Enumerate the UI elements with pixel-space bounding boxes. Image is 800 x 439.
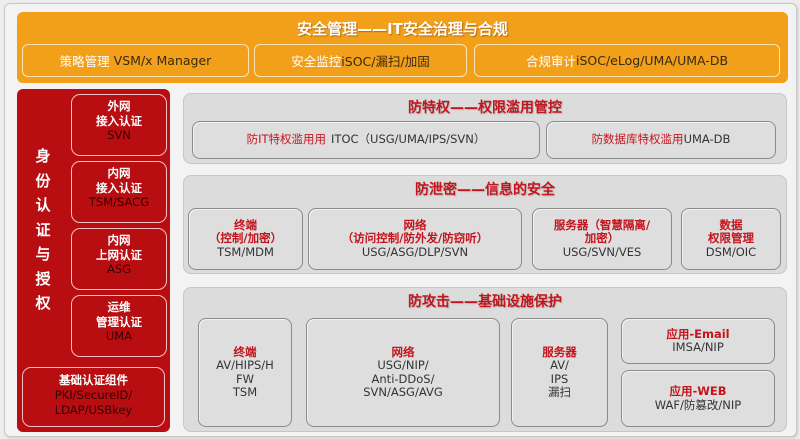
auth-label: 内网 bbox=[107, 233, 131, 247]
anti-attack-title: 防攻击——基础设施保护 bbox=[408, 294, 562, 310]
policy-management-box: 策略管理 VSM/x Manager bbox=[22, 44, 249, 77]
title-char: 与 bbox=[35, 245, 51, 263]
leak-server-products: USG/SVN/VES bbox=[562, 244, 642, 259]
attack-network-box: 网络 USG/NIP/ Anti-DDoS/ SVN/ASG/AVG bbox=[306, 318, 500, 427]
internal-internet-auth-box: 内网 上网认证 ASG bbox=[71, 228, 167, 290]
identity-auth-column: 身 份 认 证 与 授 权 外网 接入认证 SVN 内网 接入认证 TSM/SA… bbox=[17, 89, 170, 432]
attack-web-products: WAF/防篡改/NIP bbox=[654, 397, 742, 412]
attack-network-products: Anti-DDoS/ bbox=[371, 371, 435, 386]
auth-label: 上网认证 bbox=[96, 247, 142, 262]
leak-data-permission-box: 数据 权限管理 DSM/OIC bbox=[681, 208, 781, 270]
attack-server-products: AV/ bbox=[550, 358, 569, 372]
title-char: 认 bbox=[35, 196, 51, 214]
leak-terminal-label: 终端 bbox=[234, 217, 257, 232]
attack-web-label: 应用-WEB bbox=[669, 384, 727, 398]
security-monitoring-products: iSOC/漏扫/加固 bbox=[341, 54, 430, 69]
auth-products: TSM/SACG bbox=[88, 195, 150, 209]
attack-terminal-products: TSM bbox=[232, 385, 258, 399]
security-management-banner: 安全管理——IT安全治理与合规 策略管理 VSM/x Manager 安全监控 … bbox=[17, 12, 788, 83]
attack-server-products: 漏扫 bbox=[548, 385, 571, 399]
policy-management-label: 策略管理 bbox=[59, 54, 110, 69]
it-privilege-products: ITOC（USG/UMA/IPS/SVN） bbox=[331, 132, 486, 147]
title-char: 份 bbox=[35, 171, 51, 190]
db-privilege-abuse-box: 防数据库特权滥用 UMA-DB bbox=[546, 121, 776, 159]
auth-label: 接入认证 bbox=[96, 180, 142, 195]
leak-data-products: DSM/OIC bbox=[705, 244, 757, 259]
anti-privilege-title: 防特权——权限滥用管控 bbox=[408, 100, 562, 116]
title-char: 身 bbox=[35, 147, 51, 165]
identity-auth-title: 身 份 认 证 与 授 权 bbox=[17, 144, 69, 316]
attack-server-products: IPS bbox=[550, 371, 569, 386]
anti-leak-section: 防泄密——信息的安全 终端 （控制/加密） TSM/MDM 网络 （访问控制/防… bbox=[183, 175, 787, 274]
leak-network-box: 网络 （访问控制/防外发/防窃听） USG/ASG/DLP/SVN bbox=[308, 208, 522, 270]
attack-server-box: 服务器 AV/ IPS 漏扫 bbox=[511, 318, 608, 427]
auth-products: SVN bbox=[107, 128, 131, 142]
base-auth-products: LDAP/USBkey bbox=[54, 403, 133, 417]
management-title: 安全管理——IT安全治理与合规 bbox=[297, 20, 508, 38]
attack-network-products: SVN/ASG/AVG bbox=[363, 385, 443, 399]
title-char: 权 bbox=[35, 294, 51, 312]
anti-leak-title: 防泄密——信息的安全 bbox=[415, 182, 555, 198]
leak-network-sublabel: （访问控制/防外发/防窃听） bbox=[341, 231, 489, 246]
it-privilege-label: 防IT特权滥用用 bbox=[246, 132, 327, 147]
auth-label: 运维 bbox=[107, 300, 131, 314]
leak-network-products: USG/ASG/DLP/SVN bbox=[361, 244, 469, 259]
compliance-audit-label: 合规审计 bbox=[525, 54, 576, 69]
auth-label: 外网 bbox=[107, 99, 131, 113]
compliance-audit-box: 合规审计 iSOC/eLog/UMA/UMA-DB bbox=[474, 44, 780, 77]
leak-terminal-products: TSM/MDM bbox=[217, 244, 274, 259]
base-auth-products: PKI/SecureID/ bbox=[54, 388, 133, 402]
base-auth-label: 基础认证组件 bbox=[59, 373, 128, 387]
leak-server-label: 服务器（智慧隔离/ bbox=[553, 217, 651, 232]
auth-label: 接入认证 bbox=[96, 113, 142, 128]
attack-network-label: 网络 bbox=[391, 344, 415, 359]
leak-terminal-box: 终端 （控制/加密） TSM/MDM bbox=[188, 208, 303, 270]
policy-management-products: VSM/x Manager bbox=[113, 53, 212, 68]
anti-attack-section: 防攻击——基础设施保护 终端 AV/HIPS/H FW TSM 网络 USG/N… bbox=[183, 287, 787, 432]
it-privilege-abuse-box: 防IT特权滥用用 ITOC（USG/UMA/IPS/SVN） bbox=[192, 121, 540, 159]
compliance-audit-products: iSOC/eLog/UMA/UMA-DB bbox=[575, 53, 729, 68]
db-privilege-label: 防数据库特权滥用 bbox=[591, 132, 684, 147]
auth-label: 内网 bbox=[107, 166, 131, 180]
attack-terminal-products: FW bbox=[236, 371, 254, 386]
attack-email-label: 应用-Email bbox=[666, 326, 730, 341]
leak-server-box: 服务器（智慧隔离/ 加密） USG/SVN/VES bbox=[532, 208, 672, 270]
base-auth-components-box: 基础认证组件 PKI/SecureID/ LDAP/USBkey bbox=[22, 367, 165, 427]
leak-terminal-sublabel: （控制/加密） bbox=[208, 231, 283, 246]
attack-email-products: IMSA/NIP bbox=[672, 340, 724, 354]
ops-management-auth-box: 运维 管理认证 UMA bbox=[71, 295, 167, 357]
db-privilege-products: UMA-DB bbox=[683, 132, 731, 147]
attack-terminal-products: AV/HIPS/H bbox=[216, 358, 274, 372]
auth-label: 管理认证 bbox=[96, 314, 142, 329]
internal-access-auth-box: 内网 接入认证 TSM/SACG bbox=[71, 161, 167, 223]
auth-products: ASG bbox=[106, 262, 132, 276]
attack-terminal-label: 终端 bbox=[233, 344, 257, 359]
security-monitoring-box: 安全监控 iSOC/漏扫/加固 bbox=[254, 44, 467, 77]
leak-network-label: 网络 bbox=[403, 217, 427, 232]
leak-data-sublabel: 权限管理 bbox=[708, 231, 754, 246]
attack-server-label: 服务器 bbox=[542, 344, 577, 359]
auth-products: UMA bbox=[105, 329, 133, 343]
external-access-auth-box: 外网 接入认证 SVN bbox=[71, 94, 167, 156]
attack-email-app-box: 应用-Email IMSA/NIP bbox=[621, 318, 775, 364]
leak-server-sublabel: 加密） bbox=[584, 231, 620, 246]
attack-terminal-box: 终端 AV/HIPS/H FW TSM bbox=[198, 318, 292, 427]
title-char: 授 bbox=[35, 269, 51, 288]
attack-web-app-box: 应用-WEB WAF/防篡改/NIP bbox=[621, 370, 775, 427]
title-char: 证 bbox=[35, 220, 51, 239]
leak-data-label: 数据 bbox=[719, 217, 743, 232]
security-monitoring-label: 安全监控 bbox=[291, 54, 342, 69]
attack-network-products: USG/NIP/ bbox=[377, 358, 429, 372]
anti-privilege-section: 防特权——权限滥用管控 防IT特权滥用用 ITOC（USG/UMA/IPS/SV… bbox=[183, 93, 787, 164]
